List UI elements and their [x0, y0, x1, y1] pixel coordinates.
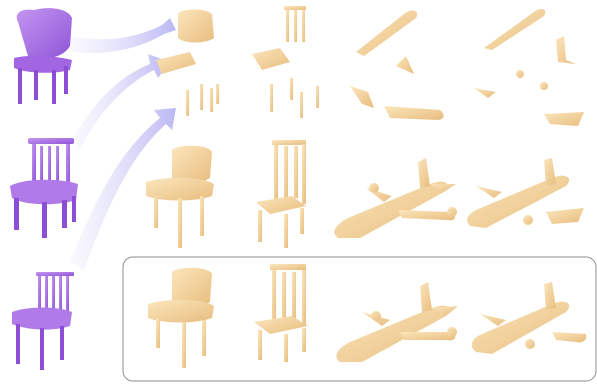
exploded-plane-b	[474, 9, 584, 126]
flow-arrows	[70, 18, 176, 270]
assembled-plane-a	[334, 158, 457, 238]
source-chair-row-2	[10, 138, 78, 238]
arrow-row-2	[72, 54, 170, 150]
exploded-chair-b	[252, 6, 319, 118]
result-chair-a	[148, 268, 214, 368]
assembled-chair-a	[146, 146, 214, 248]
assembled-plane-b	[467, 158, 584, 228]
result-chair-b	[254, 264, 308, 362]
arrow-row-1	[70, 18, 176, 53]
exploded-plane-a	[350, 11, 444, 120]
source-chair-row-1	[14, 8, 72, 104]
source-chair-row-3	[12, 272, 74, 370]
result-plane-b	[472, 282, 587, 354]
assembled-chair-b	[256, 140, 306, 248]
result-plane-a	[336, 282, 458, 362]
